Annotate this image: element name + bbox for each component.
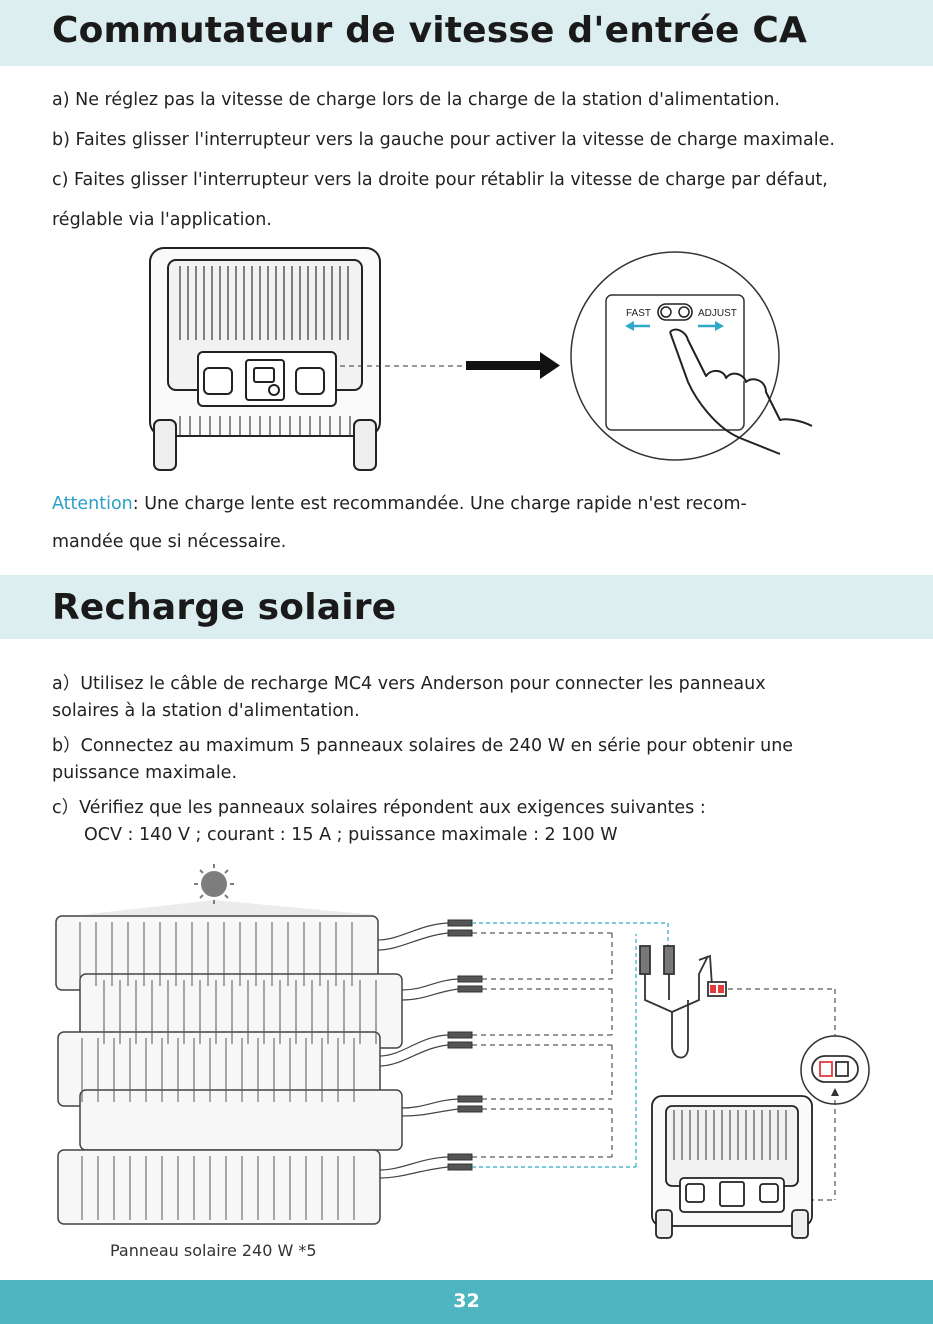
power-station-back-icon xyxy=(149,247,381,471)
attention-note-continued: mandée que si nécessaire. xyxy=(52,532,287,552)
page-number: 32 xyxy=(453,1290,480,1312)
attention-text: : Une charge lente est recommandée. Une … xyxy=(132,494,747,514)
power-station-switch-illustration: FAST ADJUST xyxy=(149,247,813,471)
page-footer: 32 xyxy=(0,1280,933,1324)
instruction-c: c) Faites glisser l'interrupteur vers la… xyxy=(52,170,828,190)
instruction-b: b) Faites glisser l'interrupteur vers la… xyxy=(52,130,835,150)
solar-panel-caption: Panneau solaire 240 W *5 xyxy=(110,1241,317,1260)
solar-instruction-b: b）Connectez au maximum 5 panneaux solair… xyxy=(52,736,794,756)
solar-instruction-c: c）Vérifiez que les panneaux solaires rép… xyxy=(52,798,706,818)
anderson-port-icon xyxy=(800,1035,870,1105)
solar-connection-diagram xyxy=(55,864,870,1239)
solar-panel-stack-icon xyxy=(55,915,403,1225)
instruction-c-continued: réglable via l'application. xyxy=(52,210,272,230)
attention-label: Attention xyxy=(52,494,133,514)
section-title: Recharge solaire xyxy=(52,587,397,628)
switch-fast-label: FAST xyxy=(626,308,651,319)
solar-instruction-a-continued: solaires à la station d'alimentation. xyxy=(52,701,360,721)
instruction-a: a) Ne réglez pas la vitesse de charge lo… xyxy=(52,90,780,110)
solar-instruction-b-continued: puissance maximale. xyxy=(52,763,238,783)
section-title: Commutateur de vitesse d'entrée CA xyxy=(52,10,808,51)
solar-cell-lines xyxy=(79,922,377,1220)
solar-requirements: OCV : 140 V ; courant : 15 A ; puissance… xyxy=(84,825,618,845)
arrow-right-icon xyxy=(466,352,560,379)
section-header-solar: Recharge solaire xyxy=(0,575,933,639)
power-station-icon xyxy=(651,1095,813,1239)
mc4-anderson-cable-icon xyxy=(639,945,727,1059)
switch-closeup-icon xyxy=(570,251,813,461)
section-header-ac-switch: Commutateur de vitesse d'entrée CA xyxy=(0,0,933,66)
sun-icon xyxy=(80,864,376,915)
switch-adjust-label: ADJUST xyxy=(698,308,737,319)
attention-note: Attention: Une charge lente est recomman… xyxy=(52,494,747,514)
solar-instruction-a: a）Utilisez le câble de recharge MC4 vers… xyxy=(52,674,766,694)
